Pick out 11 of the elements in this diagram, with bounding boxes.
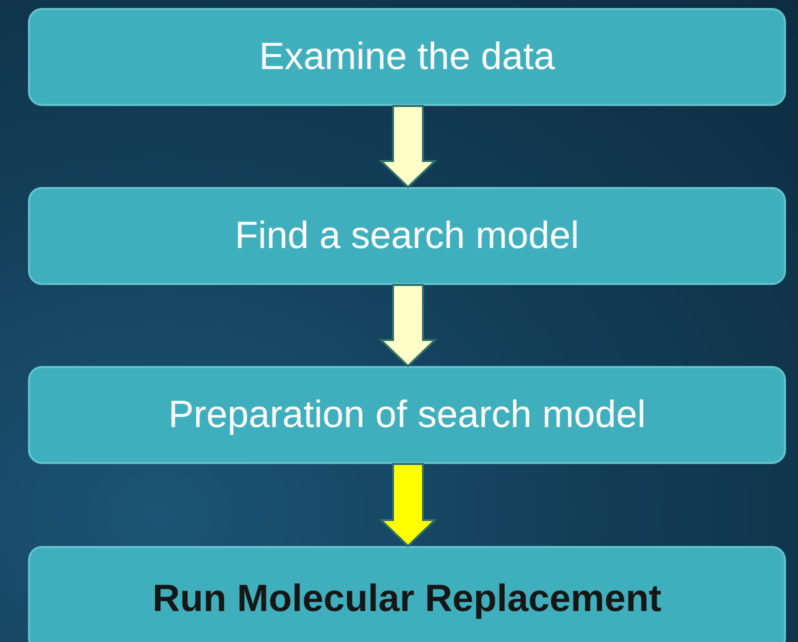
process-box xyxy=(28,366,786,464)
box-label: Preparation of search model xyxy=(168,394,646,436)
process-box xyxy=(28,8,786,106)
box-label: Find a search model xyxy=(234,214,580,258)
box-label: Run Molecular Replacement xyxy=(152,578,662,620)
block-arrow xyxy=(378,105,438,188)
process-box xyxy=(28,187,786,285)
block-arrow xyxy=(378,463,438,548)
block-arrow xyxy=(378,284,438,368)
process-box xyxy=(28,546,786,642)
box-label: Examine the data xyxy=(259,36,555,78)
